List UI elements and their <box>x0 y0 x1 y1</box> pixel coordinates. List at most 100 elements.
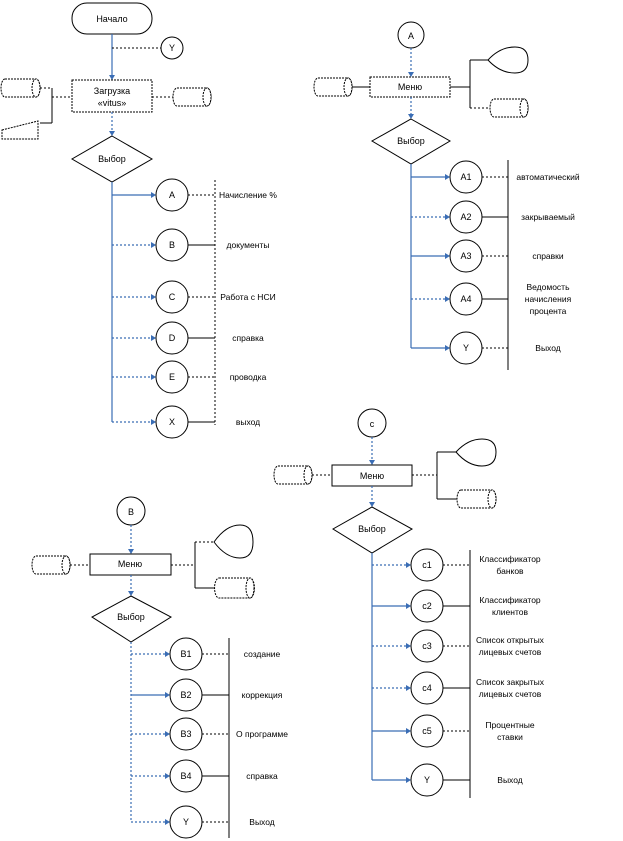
connector-y-label: Y <box>169 43 175 53</box>
branch-node-c4: c4 Список закрытых лицевых счетов <box>372 671 545 705</box>
branch-label: лицевых счетов <box>479 647 542 657</box>
connector-label: c4 <box>422 683 432 693</box>
branch-node-B3: B3 О программе <box>131 717 288 751</box>
branch-label: начисления <box>525 294 572 304</box>
branch-node-A1: A1 автоматический <box>411 160 580 194</box>
connector-label: D <box>169 333 176 343</box>
connector-label: c3 <box>422 641 432 651</box>
branch-label: Список открытых <box>476 635 545 645</box>
connector-y <box>160 36 184 60</box>
branch-node-A3: A3 справки <box>411 239 564 273</box>
storage-icon <box>313 77 353 97</box>
entry-label: B <box>128 507 134 517</box>
branch-label: Выход <box>249 817 274 827</box>
storage-icon <box>456 489 497 509</box>
branch-label: лицевых счетов <box>479 689 542 699</box>
branch-label: коррекция <box>242 690 283 700</box>
submenu-c-flow: c Меню Выбор c1Классификаторбанковc2Клас… <box>273 408 545 798</box>
branch-label: справка <box>232 333 264 343</box>
connector-label: E <box>169 372 175 382</box>
connector-label: A1 <box>460 172 471 182</box>
branch-node-B4: B4 справка <box>131 759 278 793</box>
choice-label: Выбор <box>117 612 145 622</box>
connector-label: A <box>169 190 175 200</box>
branch-label: выход <box>236 417 260 427</box>
branch-node-c3: c3 Список открытых лицевых счетов <box>372 629 545 663</box>
branch-node-B1: B1 создание <box>131 637 281 671</box>
branch-label: Ведомость <box>526 282 570 292</box>
branch-label: Начисление % <box>219 190 277 200</box>
connector-label: Y <box>424 775 430 785</box>
connector-label: A4 <box>460 294 471 304</box>
display-icon <box>213 524 254 559</box>
storage-icon <box>273 465 313 485</box>
choice-label: Выбор <box>98 154 126 164</box>
branch-node-B2: B2 коррекция <box>131 678 283 712</box>
branch-label: Выход <box>497 775 522 785</box>
branch-node-A4: A4 Ведомость начисления процента <box>411 282 572 316</box>
branch-label: Классификатор <box>479 595 541 605</box>
branch-label: Выход <box>535 343 560 353</box>
connector-label: A3 <box>460 251 471 261</box>
connector-label: c5 <box>422 726 432 736</box>
connector-label: C <box>169 292 176 302</box>
branch-node-Y: Y Выход <box>372 763 523 797</box>
branch-label: Список закрытых <box>476 677 545 687</box>
connector-label: B1 <box>180 649 191 659</box>
choice-label: Выбор <box>358 524 386 534</box>
storage-icon <box>489 98 529 118</box>
branch-label: О программе <box>236 729 288 739</box>
connector-label: Y <box>463 343 469 353</box>
display-icon <box>455 438 497 467</box>
branch-label: банков <box>496 566 524 576</box>
load-label-line2: «vitus» <box>98 98 127 108</box>
connector-label: B4 <box>180 771 191 781</box>
branch-label: Процентные <box>485 720 534 730</box>
branch-label: справка <box>246 771 278 781</box>
branch-node-c1: c1 Классификатор банков <box>372 548 541 582</box>
entry-label: A <box>408 31 414 41</box>
branch-label: проводка <box>230 372 267 382</box>
branch-label: справки <box>532 251 564 261</box>
menu-label: Меню <box>360 471 385 481</box>
branch-node-Y: Y Выход <box>131 805 275 839</box>
start-label: Начало <box>96 14 127 24</box>
branch-label: процента <box>530 306 567 316</box>
connector-label: B3 <box>180 729 191 739</box>
branch-label: закрываемый <box>521 212 575 222</box>
menu-label: Меню <box>398 82 423 92</box>
load-process <box>71 79 153 113</box>
storage-icon <box>0 78 41 98</box>
branch-label: документы <box>227 240 270 250</box>
branch-label: ставки <box>497 732 523 742</box>
branch-node-Y: Y Выход <box>411 331 561 365</box>
connector-label: A2 <box>460 212 471 222</box>
storage-icon <box>31 555 71 575</box>
storage-icon <box>214 577 255 599</box>
display-icon <box>487 46 529 74</box>
manual-input-icon <box>1 120 39 140</box>
branch-label: Классификатор <box>479 554 541 564</box>
connector-label: B2 <box>180 690 191 700</box>
branch-node-c5: c5 Процентные ставки <box>372 714 535 748</box>
branch-node-A: A Начисление % <box>112 178 277 212</box>
branch-label: создание <box>244 649 281 659</box>
menu-label: Меню <box>118 559 143 569</box>
connector-label: c1 <box>422 560 432 570</box>
connector-label: X <box>169 417 175 427</box>
branch-label: Работа с НСИ <box>220 292 275 302</box>
branch-node-C: C Работа с НСИ <box>112 280 276 314</box>
branch-label: автоматический <box>516 172 579 182</box>
connector-label: Y <box>183 817 189 827</box>
connector-label: c2 <box>422 601 432 611</box>
entry-label: c <box>370 419 375 429</box>
